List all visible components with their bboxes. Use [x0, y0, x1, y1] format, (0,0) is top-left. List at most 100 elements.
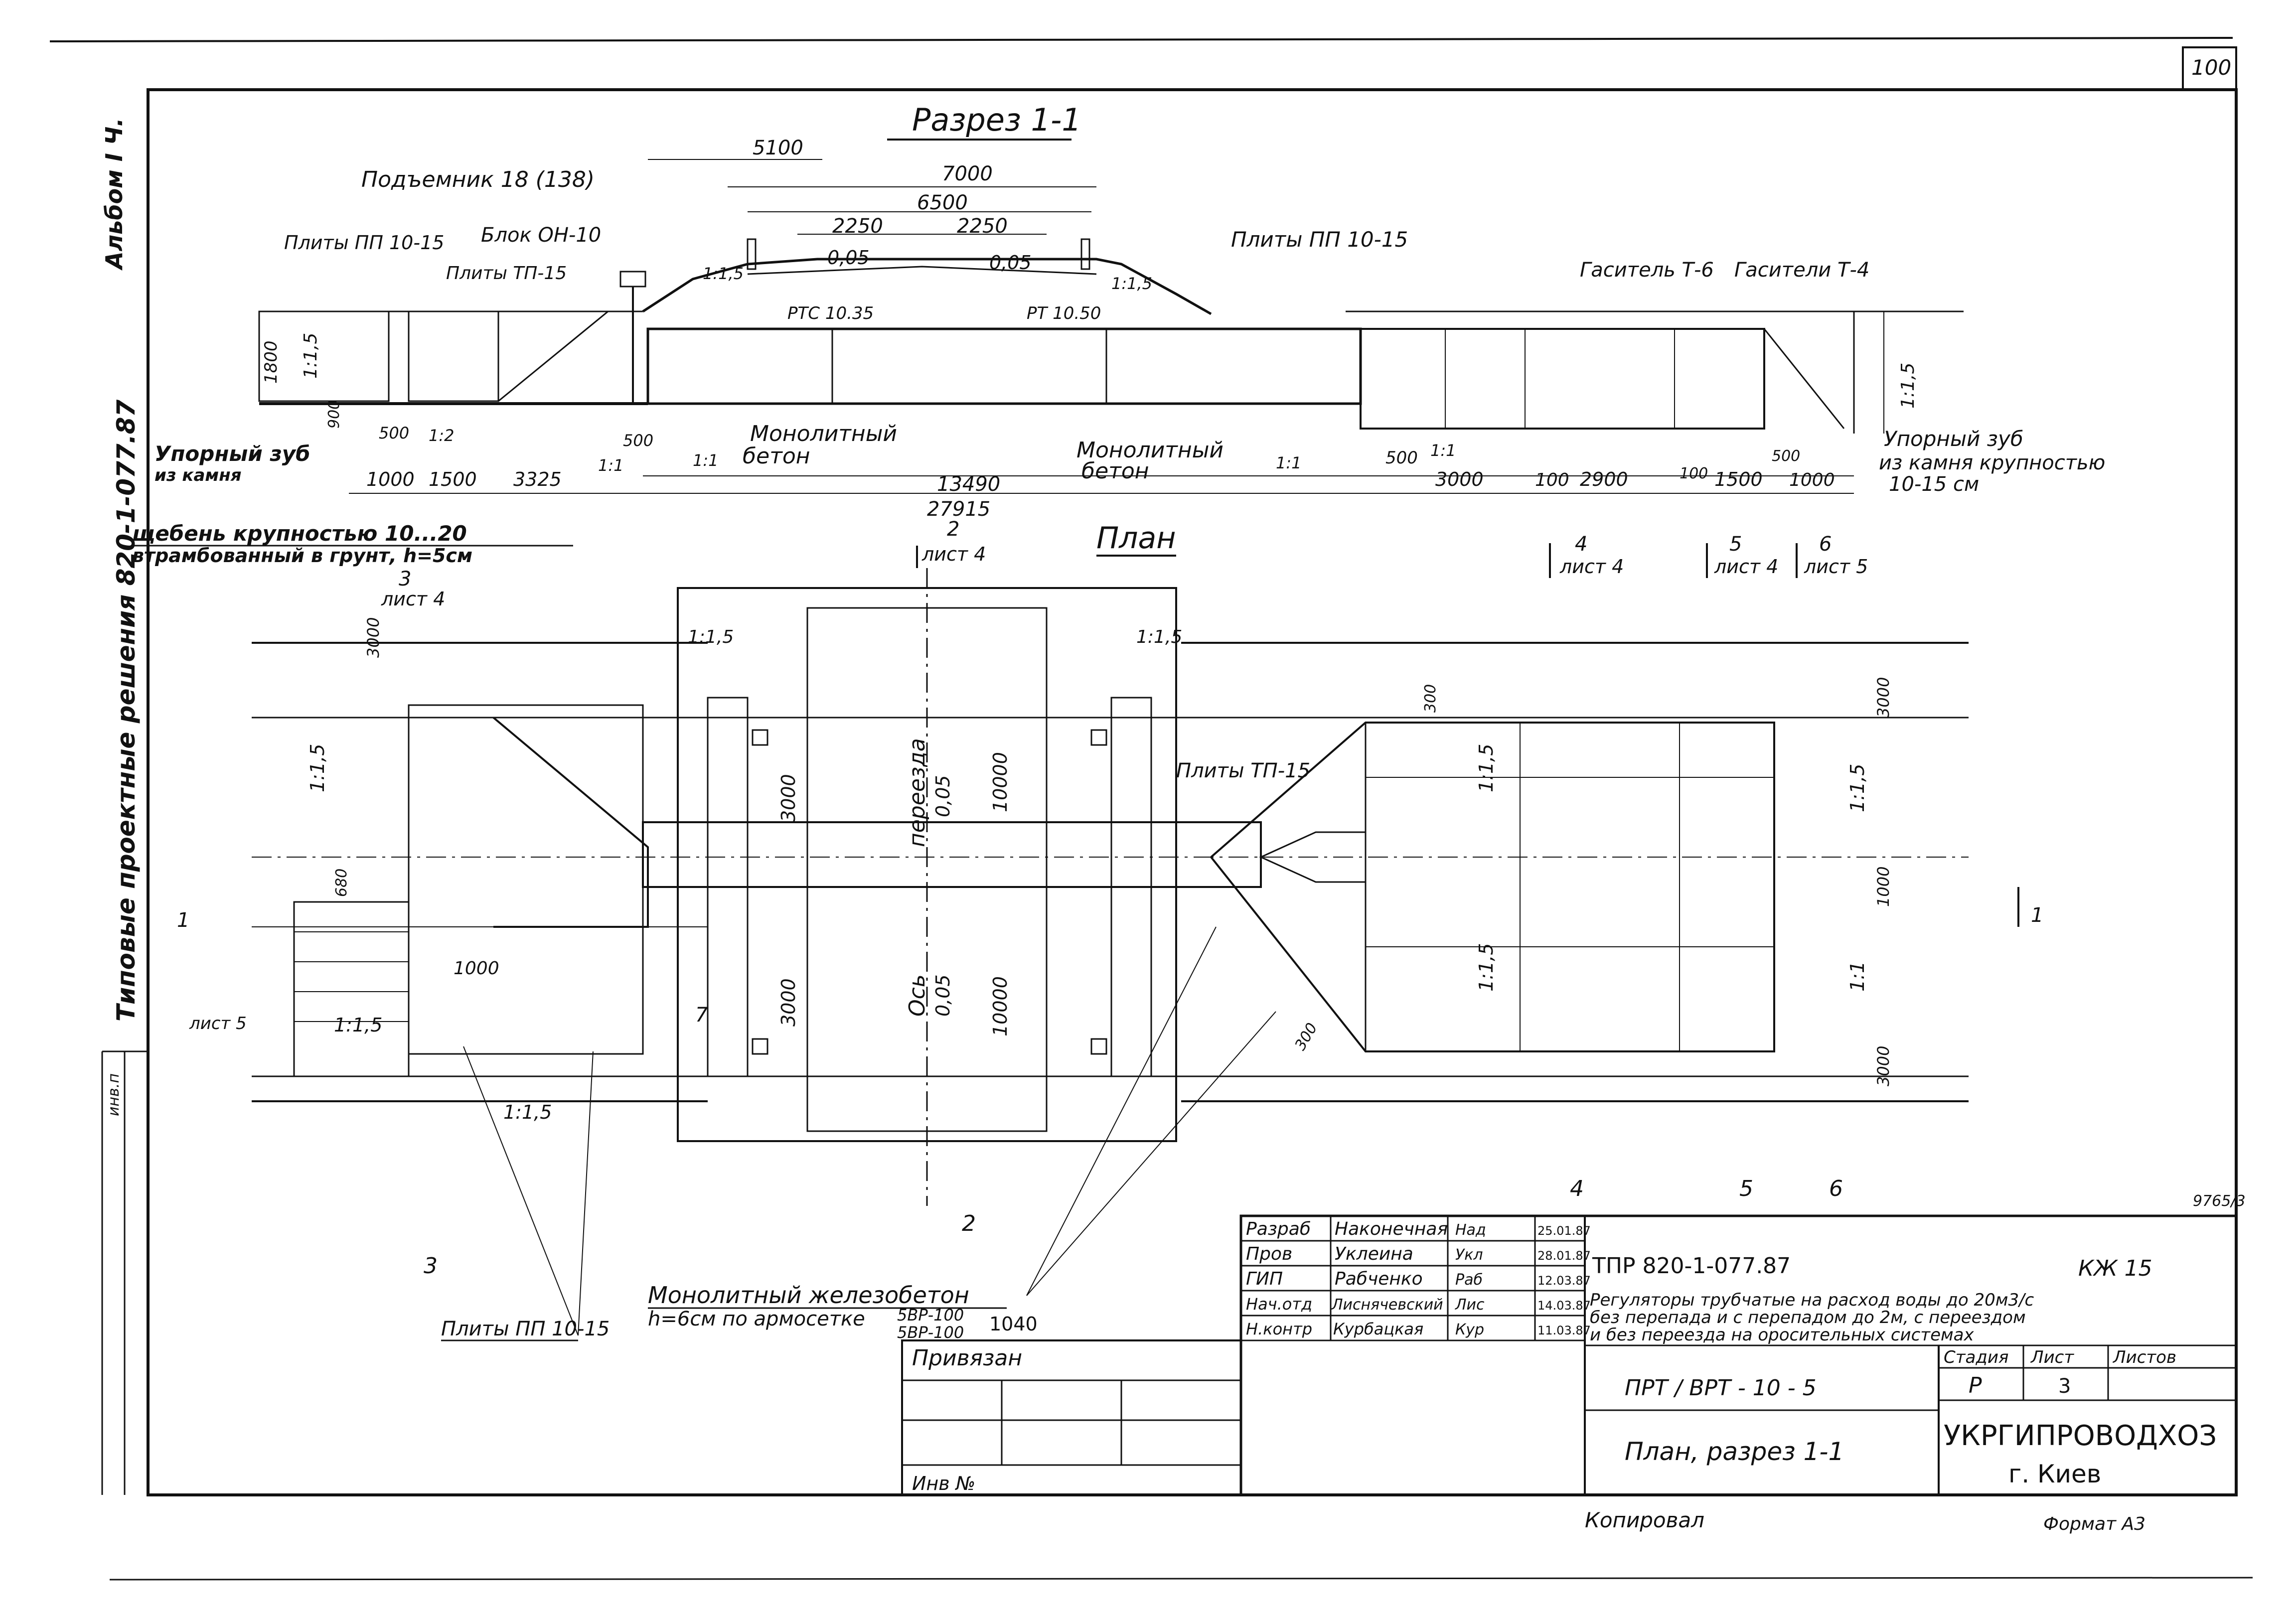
sheet-number-box [2182, 46, 2237, 91]
sig-role: Нач.отд [1246, 1295, 1312, 1314]
dim-1800: 1800 [261, 340, 281, 384]
cut-3-num: 3 [399, 568, 411, 590]
left-inlet-apron [293, 901, 410, 1077]
cut-2-sheet: лист 4 [921, 543, 986, 565]
label-stop-tooth-left: Упорный зуб [154, 442, 310, 466]
dim-500c: 500 [1385, 448, 1418, 468]
plan-title: План [1096, 521, 1176, 556]
dim-2900: 2900 [1580, 468, 1628, 490]
label-slope-05-left: 0,05 [827, 247, 870, 269]
dim-1000b: 1000 [1789, 470, 1835, 490]
pipe-body [646, 327, 1362, 405]
doc-mark: КЖ 15 [2078, 1256, 2152, 1281]
label-plates-left: Плиты ПП 10-15 [284, 232, 444, 254]
doc-code: ТПР 820-1-077.87 [1592, 1253, 1791, 1279]
sig-row-2g: ГИП Рабченко Раб 12.03.87 [1246, 1269, 1591, 1289]
plan-axis-label: Ось [905, 974, 930, 1017]
leader-monolith-2 [1026, 1011, 1276, 1296]
label-stop-tooth-right: Упорный зуб [1884, 427, 2023, 451]
plan-crossing-label: переезда [905, 738, 930, 847]
sig-sign: Укл [1455, 1246, 1483, 1264]
cut-5-sheet: лист 4 [1714, 556, 1778, 578]
label-damper4: Гасители Т-4 [1734, 259, 1869, 282]
plan-slope-7: 1:1,5 [1475, 943, 1497, 992]
inv-no-label: Инв № [912, 1472, 975, 1494]
format-label: Формат А3 [2043, 1514, 2145, 1534]
inv-label: инв.п [105, 1073, 123, 1116]
sig-sign: Над [1455, 1221, 1486, 1239]
copied-label: Копировал [1585, 1508, 1704, 1532]
post-right [1080, 238, 1090, 270]
description-3: и без переезда на оросительных системах [1590, 1325, 1975, 1345]
title-block: Привязан Инв № Разраб Наконечная Над 25.… [901, 1214, 2238, 1534]
sheet-value: 3 [2058, 1375, 2071, 1398]
left-basin [258, 310, 390, 402]
plan-dim-680: 680 [333, 869, 350, 897]
plan-mark-5: 5 [1739, 1176, 1753, 1201]
sheet-number: 100 [2191, 55, 2231, 80]
plan-mark-2: 2 [962, 1211, 976, 1236]
dim-500a: 500 [379, 424, 409, 442]
plan-dim-3000e: 3000 [1874, 1046, 1893, 1086]
album-label: Альбом I Ч. [101, 118, 128, 271]
plan-cut-7: 7 [695, 1004, 708, 1027]
label-monolith-1b: бетон [743, 443, 810, 469]
sig-role: ГИП [1246, 1269, 1283, 1289]
stamp-number: 9765/3 [2193, 1192, 2246, 1210]
plan-slope-4: 1:1,5 [334, 1014, 382, 1036]
plan-mesh-2: 5ВР-100 [897, 1323, 964, 1342]
cut-4-num: 4 [1575, 533, 1587, 556]
left-wing [498, 310, 628, 402]
plan-slope-5: 1:1,5 [503, 1101, 552, 1123]
road-surface [747, 266, 1097, 275]
dim-1-1a: 1:1 [598, 456, 624, 475]
plan-dim-300a: 300 [1422, 684, 1439, 713]
dim-3000: 3000 [1435, 468, 1484, 490]
cut-2-num: 2 [947, 518, 959, 541]
sig-name: Наконечная [1335, 1219, 1448, 1239]
post-marker-2 [1090, 729, 1107, 746]
plan-dim-3000a: 3000 [777, 774, 799, 822]
label-monolith-2: Монолитный [1076, 438, 1224, 463]
embankment-outline [642, 258, 1212, 315]
plan-view: План [177, 521, 2043, 1342]
post-marker-4 [1090, 1038, 1107, 1055]
plan-slope-8: 1:1,5 [1846, 764, 1868, 812]
dim-2250a: 2250 [832, 215, 883, 238]
plan-dim-1000: 1000 [454, 958, 499, 979]
plan-dim-3000d: 3000 [1874, 677, 1893, 718]
plan-slope-top: 0,05 [932, 775, 954, 817]
dim-1-2: 1:2 [429, 426, 455, 445]
plan-slope-bot: 0,05 [932, 974, 954, 1017]
cut-3-sheet: лист 4 [381, 588, 445, 610]
stage-value: Р [1969, 1373, 1982, 1398]
plan-mark-6: 6 [1829, 1176, 1843, 1201]
post-marker-3 [752, 1038, 768, 1055]
post-marker-1 [752, 729, 768, 746]
plan-dim-300b: 300 [1292, 1020, 1321, 1053]
sig-row-3g: Нач.отд Лиснячевский Лис 14.03.87 [1246, 1295, 1591, 1314]
sig-date: 28.01.87 [1537, 1249, 1591, 1263]
label-plates-tp: Плиты ТП-15 [446, 263, 567, 284]
plan-slope-9: 1:1 [1846, 961, 1868, 992]
sig-sign: Лис [1455, 1296, 1485, 1314]
leader-plates-2 [578, 1051, 594, 1336]
object-code: ПРТ / ВРТ - 10 - 5 [1625, 1375, 1817, 1401]
sig-sign: Раб [1455, 1271, 1483, 1289]
dim-100b: 100 [1680, 465, 1708, 482]
sig-name: Курбацкая [1333, 1320, 1423, 1338]
tied-label: Привязан [912, 1345, 1022, 1371]
description-2: без перепада и с перепадом до 2м, с пере… [1590, 1308, 2026, 1327]
label-gravel-1: щебень крупностью 10...20 [132, 521, 467, 546]
sig-date: 12.03.87 [1537, 1274, 1591, 1288]
left-inlet-frame [408, 704, 644, 1055]
plan-mesh-size: 1040 [989, 1313, 1038, 1335]
sig-date: 25.01.87 [1537, 1224, 1591, 1238]
sig-row-1g: Пров Уклеина Укл 28.01.87 [1246, 1244, 1591, 1264]
plan-plates-pp: Плиты ПП 10-15 [441, 1318, 610, 1340]
cut-5-num: 5 [1729, 533, 1742, 556]
drawing-name: План, разрез 1-1 [1625, 1437, 1844, 1466]
sig-date: 14.03.87 [1537, 1299, 1591, 1313]
plan-mesh-1: 5ВР-100 [897, 1306, 964, 1325]
plan-dim-10000a: 10000 [989, 752, 1011, 812]
